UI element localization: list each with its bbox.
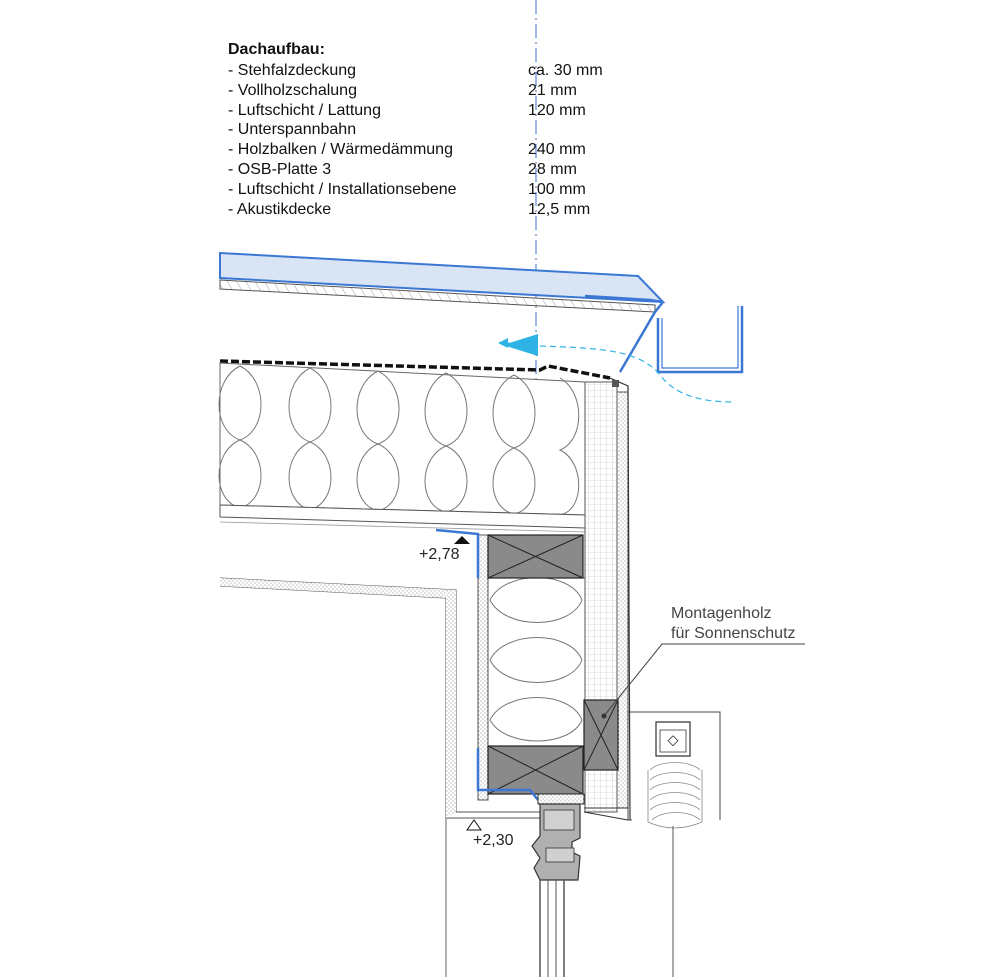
airflow-arrow-icon xyxy=(503,334,538,356)
layer-name: - Akustikdecke xyxy=(228,201,331,218)
layer-name: - Unterspannbahn xyxy=(228,121,356,138)
rain-gutter xyxy=(618,301,744,374)
level-marker-lower: +2,30 xyxy=(466,819,514,849)
window-frame-profile xyxy=(531,803,581,977)
callout-dot-icon xyxy=(601,713,607,719)
air-barrier-flashing xyxy=(435,528,539,801)
level-label-lower: +2,30 xyxy=(473,832,514,849)
legend-title: Dachaufbau: xyxy=(228,41,325,58)
layer-value: 28 mm xyxy=(528,161,577,178)
installation-layer-line xyxy=(219,521,586,533)
rafter-insulation xyxy=(218,362,586,516)
layer-value: 120 mm xyxy=(528,102,586,119)
layer-name: - Stehfalzdeckung xyxy=(228,62,356,79)
callout-line-2: für Sonnenschutz xyxy=(671,625,796,642)
diamond-marker-icon xyxy=(667,735,679,747)
window-head-seal xyxy=(537,793,585,805)
callout-line-1: Montagenholz xyxy=(671,605,772,622)
layer-name: - Luftschicht / Installationsebene xyxy=(228,181,457,198)
ventilation-airflow xyxy=(498,334,736,403)
sunshade-mounting-timber xyxy=(583,699,619,771)
layer-name: - Holzbalken / Wärmedämmung xyxy=(228,141,453,158)
underlay-membrane xyxy=(219,359,611,380)
callout-sunshade-timber: Montagenholz für Sonnenschutz xyxy=(601,605,805,719)
level-filled-triangle-icon xyxy=(454,536,470,544)
layer-value: 100 mm xyxy=(528,181,586,198)
layer-value: ca. 30 mm xyxy=(528,62,603,79)
interior-lining xyxy=(219,577,540,977)
layer-value: 240 mm xyxy=(528,141,586,158)
layer-name: - Luftschicht / Lattung xyxy=(228,102,381,119)
level-marker-upper: +2,78 xyxy=(419,536,470,563)
layer-value: 21 mm xyxy=(528,82,577,99)
wall-inner-lining xyxy=(477,534,489,801)
layer-name: - OSB-Platte 3 xyxy=(228,161,331,178)
facade-cladding xyxy=(616,391,629,809)
wall-insulation xyxy=(487,577,586,747)
eave-fixing xyxy=(612,380,619,387)
timber-beam-bottom xyxy=(487,745,584,795)
roof-build-up-legend: Dachaufbau: - Stehfalzdeckung ca. 30 mm … xyxy=(228,41,603,218)
level-label-upper: +2,78 xyxy=(419,546,460,563)
sunshade-housing xyxy=(627,711,721,977)
timber-beam-top xyxy=(487,534,584,579)
level-open-triangle-icon xyxy=(466,819,482,831)
layer-value: 12,5 mm xyxy=(528,201,590,218)
layer-name: - Vollholzschalung xyxy=(228,82,357,99)
